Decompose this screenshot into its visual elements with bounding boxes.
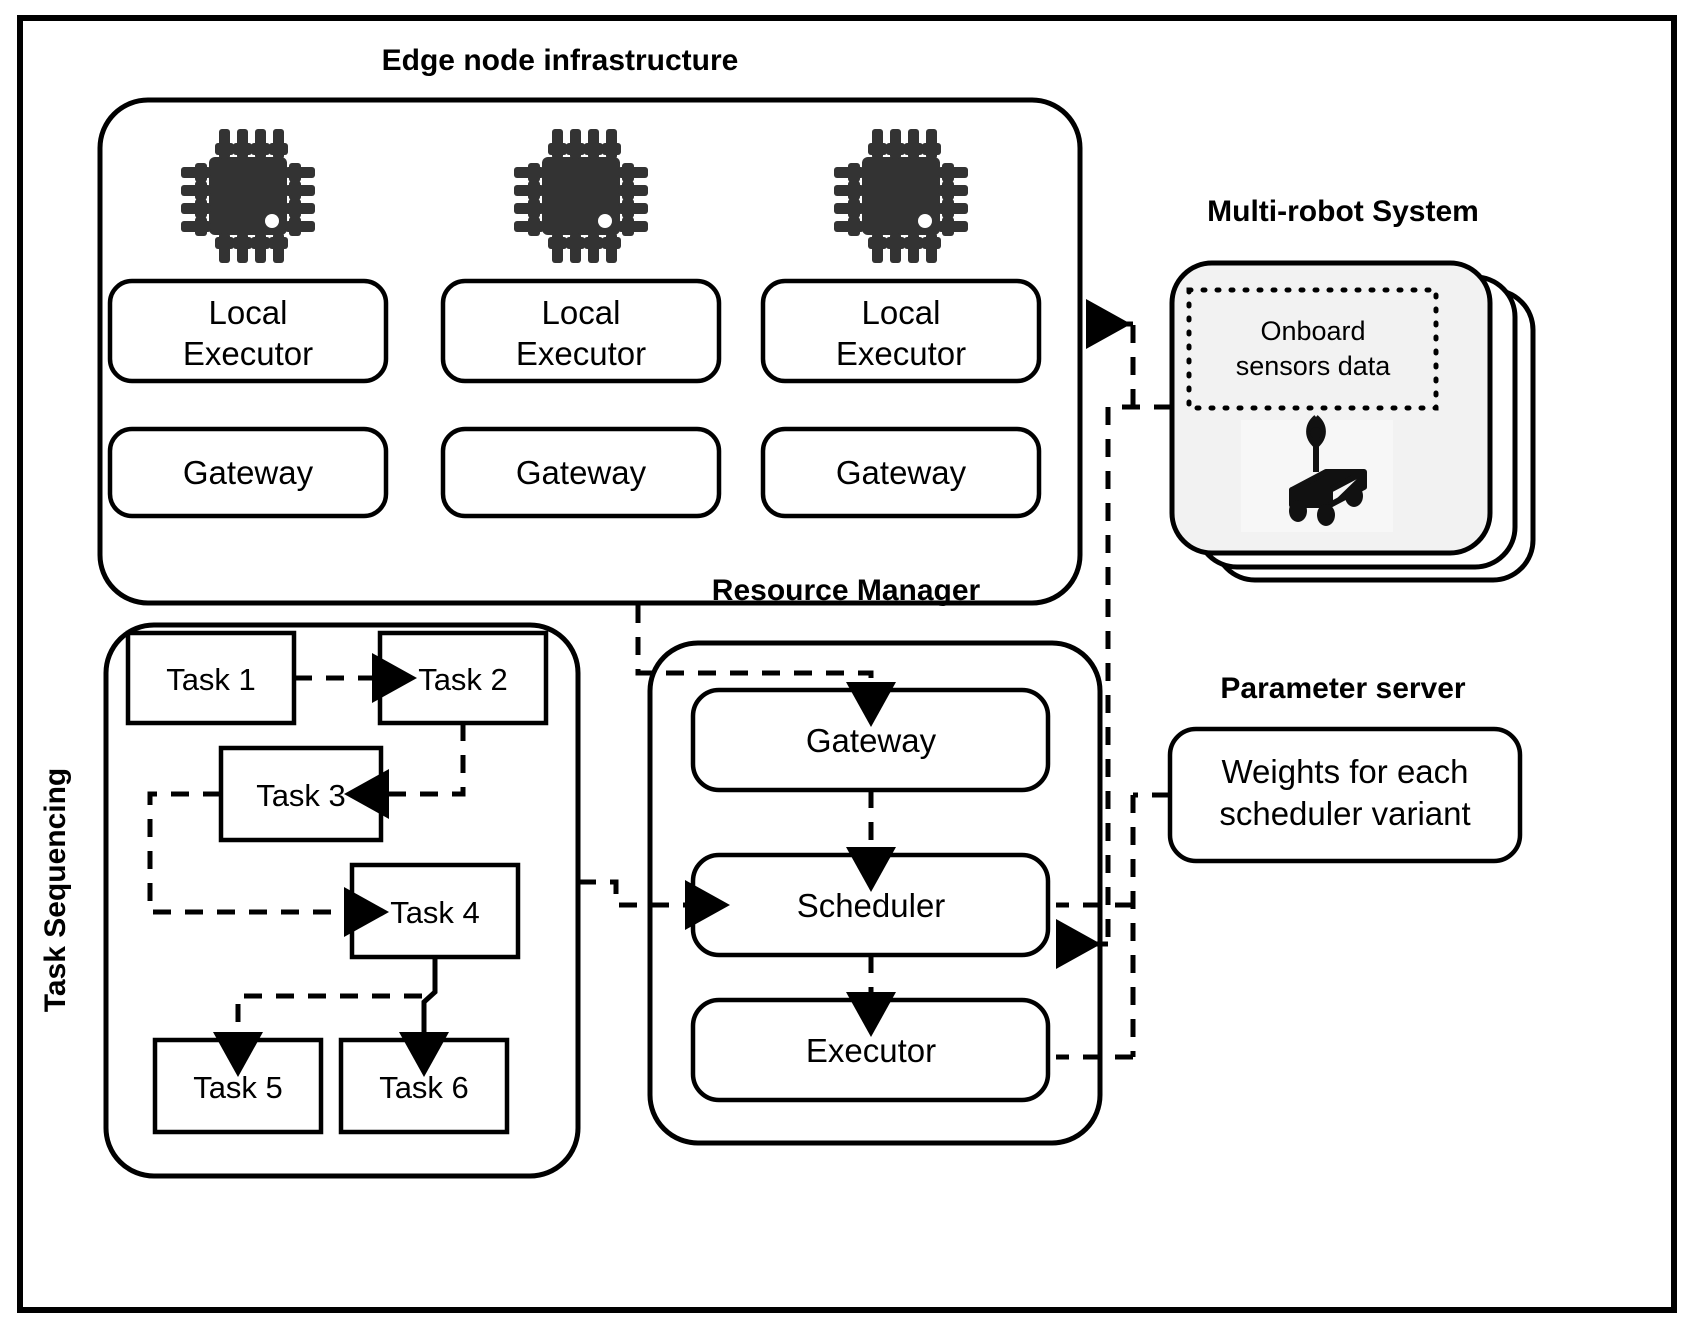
onboard-sensor-label-line1: Onboard	[1260, 316, 1365, 346]
local-executor-label-line2: Executor	[836, 335, 966, 372]
edge-node-3: Local Executor Gateway	[760, 129, 1042, 519]
gateway-label: Gateway	[516, 454, 647, 491]
multi-robot-title: Multi-robot System	[1207, 195, 1479, 228]
edge-node-1: Local Executor Gateway	[107, 129, 389, 519]
gateway-box[interactable]	[440, 426, 722, 519]
rm-stage-scheduler-label: Scheduler	[797, 887, 946, 924]
local-executor-label-line1: Local	[209, 294, 288, 331]
edge-task2-task3	[344, 723, 466, 819]
task-2-label: Task 2	[418, 662, 508, 697]
resource-manager-title: Resource Manager	[712, 574, 981, 607]
parameter-weights-line1: Weights for each	[1221, 753, 1468, 790]
gateway-label: Gateway	[183, 454, 314, 491]
edge-task4-task6	[399, 957, 449, 1077]
gateway-label: Gateway	[836, 454, 967, 491]
local-executor-label-line1: Local	[862, 294, 941, 331]
rm-stage-gateway-label: Gateway	[806, 722, 937, 759]
task-3-label: Task 3	[256, 778, 346, 813]
edge-node-2: Local Executor Gateway	[440, 129, 722, 519]
local-executor-label-line1: Local	[542, 294, 621, 331]
local-executor-box[interactable]	[440, 278, 722, 384]
task-6-label: Task 6	[379, 1070, 469, 1105]
local-executor-box[interactable]	[107, 278, 389, 384]
task-4-label: Task 4	[390, 895, 480, 930]
edge-tasks-to-scheduler	[578, 879, 730, 930]
gateway-box[interactable]	[107, 426, 389, 519]
task-5-label: Task 5	[193, 1070, 283, 1105]
local-executor-label-line2: Executor	[183, 335, 313, 372]
parameter-server-title: Parameter server	[1220, 672, 1466, 705]
local-executor-label-line2: Executor	[516, 335, 646, 372]
edge-edgenode-to-rm-gateway	[635, 605, 896, 727]
rm-stage-executor-label: Executor	[806, 1032, 936, 1069]
onboard-sensor-data-box	[1186, 287, 1439, 411]
task-1-box[interactable]	[125, 630, 297, 726]
onboard-sensor-label-line2: sensors data	[1236, 351, 1392, 381]
gateway-box[interactable]	[760, 426, 1042, 519]
edge-task3-task4	[147, 791, 389, 937]
edge-node-title: Edge node infrastructure	[382, 44, 739, 77]
edge-task4-task5	[213, 993, 422, 1077]
task-1-label: Task 1	[166, 662, 256, 697]
parameter-weights-line2: scheduler variant	[1219, 795, 1470, 832]
local-executor-box[interactable]	[760, 278, 1042, 384]
task-sequencing-title: Task Sequencing	[39, 768, 72, 1013]
